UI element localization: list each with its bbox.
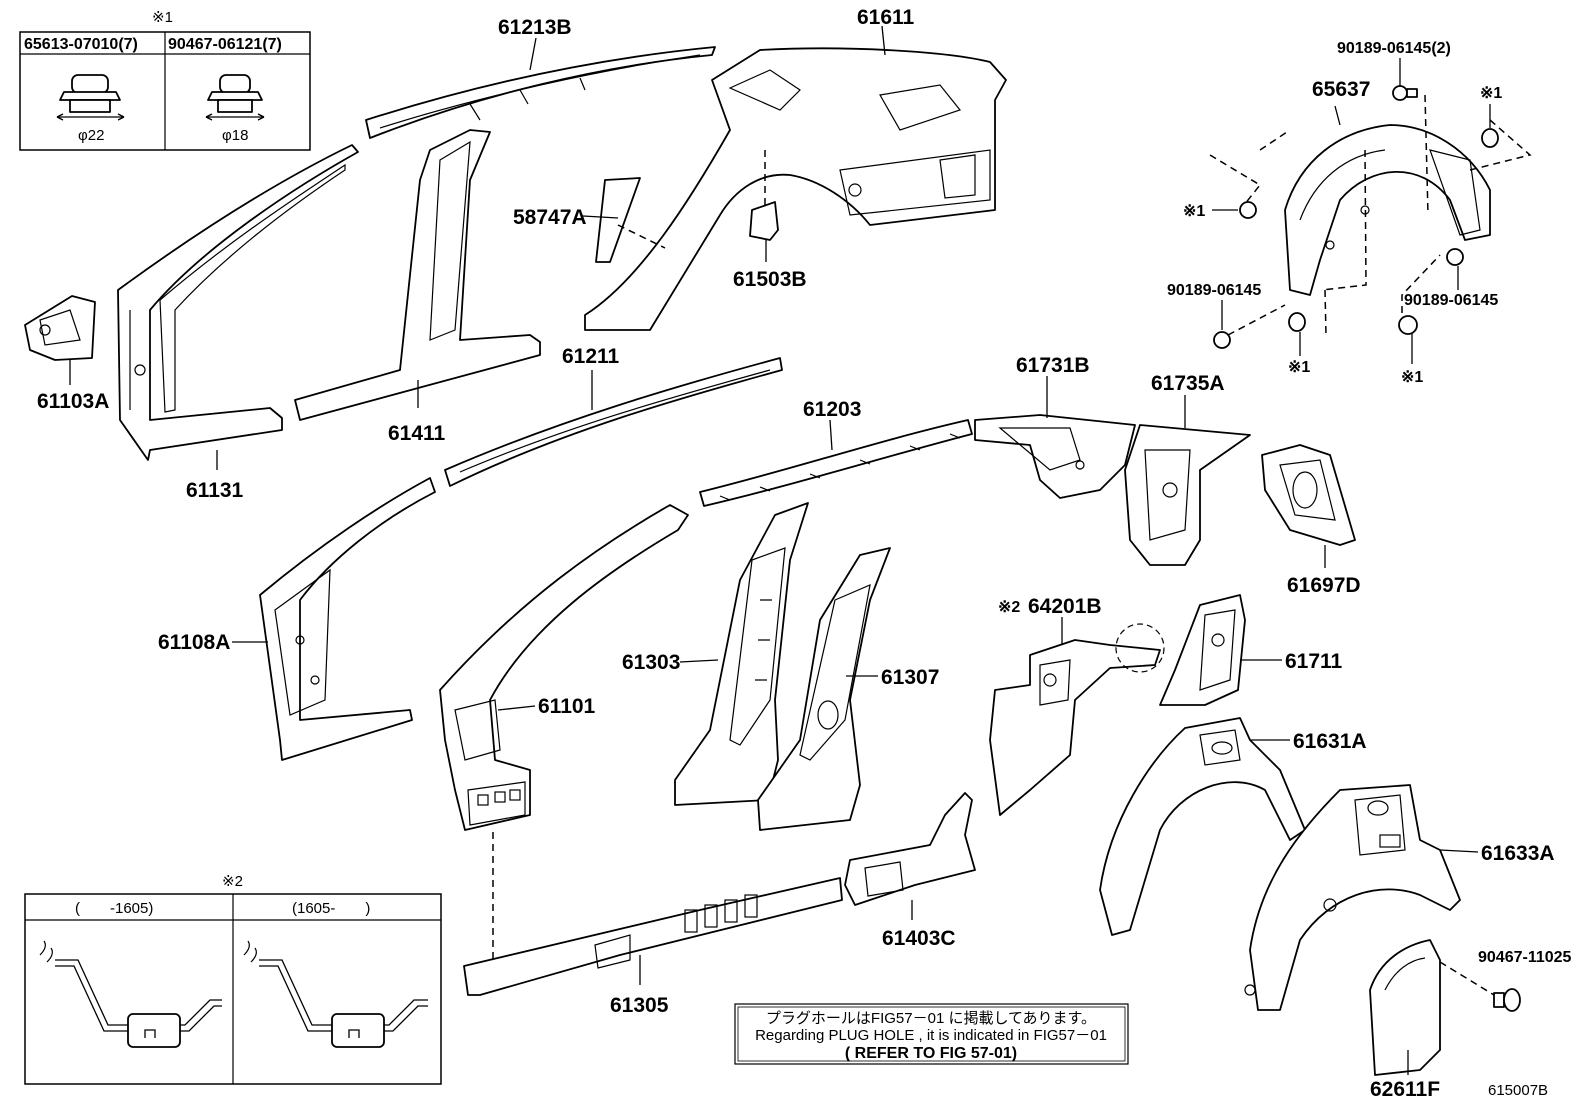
part-61411[interactable] [294,129,541,421]
part-62611F[interactable] [1369,939,1441,1076]
section-b-icon [243,940,428,1048]
label-90189-06145-b: 90189-06145 [1404,292,1498,309]
label-61203: 61203 [803,398,861,421]
label-61213B: 61213B [498,16,572,39]
part-61131[interactable] [117,144,359,470]
part-61735A[interactable] [1124,395,1251,566]
clip-90189-06145-a-icon[interactable] [1213,331,1231,349]
part-64201B[interactable] [989,623,1165,816]
part-61697D[interactable] [1261,444,1356,568]
label-61711: 61711 [1285,650,1343,673]
legend-1-mark: ※1 [152,9,173,26]
label-mark1-b: ※1 [1183,203,1205,220]
nut-mark1-c-icon[interactable] [1288,312,1306,332]
label-61108A: 61108A [158,631,230,654]
label-90189-06145-2: 90189-06145(2) [1337,40,1451,57]
legend-2-mark: ※2 [222,873,243,890]
part-61108A[interactable] [259,477,436,761]
part-58747A[interactable] [582,177,666,263]
note-box: プラグホールはFIG57－01 に掲載してあります。 Regarding PLU… [734,1003,1129,1065]
part-61403C[interactable] [844,792,976,920]
label-61731B: 61731B [1016,354,1090,377]
part-61633A[interactable] [1244,784,1461,1011]
label-64201B: 64201B [1028,595,1102,618]
legend-2: ※2 ( -1605) (1605- ) [24,873,442,1085]
label-mark1-a: ※1 [1480,85,1502,102]
part-61203[interactable] [699,419,973,507]
label-61131: 61131 [186,479,244,502]
part-61213B[interactable] [365,37,716,139]
part-61611[interactable] [584,25,1007,331]
legend-1-part-a: 65613-07010(7) [24,36,138,53]
label-62611F: 62611F [1370,1078,1440,1099]
legend-1-dim-b: φ18 [222,127,248,144]
note-line-1: プラグホールはFIG57－01 に掲載してあります。 [766,1010,1096,1027]
part-61711[interactable] [1159,594,1246,706]
label-90189-06145-a: 90189-06145 [1167,282,1261,299]
label-61305: 61305 [610,994,669,1017]
clip-90189-06145-b-icon[interactable] [1446,248,1464,266]
label-61631A: 61631A [1293,730,1367,753]
part-61631A[interactable] [1099,717,1306,936]
part-61503B[interactable] [749,150,779,262]
figure-id: 615007B [1488,1082,1548,1099]
note-line-3: ( REFER TO FIG 57-01) [845,1045,1017,1062]
label-64201B-mark: ※2 [998,599,1020,616]
legend-2-col-b: (1605- ) [292,900,370,917]
clip-90467-11025-icon[interactable] [1439,961,1521,1012]
label-90467-11025: 90467-11025 [1478,949,1572,966]
clip-b-icon [205,74,265,121]
label-65637: 65637 [1312,78,1370,101]
legend-2-col-a: ( -1605) [75,900,153,917]
label-61697D: 61697D [1287,574,1361,597]
clip-90189-06145-2-icon[interactable] [1392,85,1418,101]
part-61307[interactable] [757,547,891,831]
legend-1-dim-a: φ22 [78,127,104,144]
label-61411: 61411 [388,422,446,445]
label-61735A: 61735A [1151,372,1225,395]
part-61103A[interactable] [24,295,96,385]
label-61503B: 61503B [733,268,807,291]
clip-a-icon [56,74,125,121]
label-mark1-c: ※1 [1288,359,1310,376]
label-61211: 61211 [562,345,620,368]
section-a-icon [39,940,222,1048]
label-61403C: 61403C [882,927,956,950]
part-65637[interactable] [1209,94,1532,336]
label-58747A: 58747A [513,206,587,229]
part-61101[interactable] [439,504,689,960]
label-61611: 61611 [857,6,915,29]
legend-1-part-b: 90467-06121(7) [168,36,282,53]
label-61101: 61101 [538,695,596,718]
label-61307: 61307 [881,666,939,689]
part-61211[interactable] [444,357,783,487]
nut-mark1-a-icon[interactable] [1481,128,1499,148]
label-61633A: 61633A [1481,842,1555,865]
part-61731B[interactable] [974,376,1136,499]
nut-mark1-b-icon[interactable] [1239,201,1257,219]
legend-1: ※1 65613-07010(7) 90467-06121(7) φ22 φ18 [19,9,311,151]
label-61103A: 61103A [37,390,109,413]
part-61305[interactable] [463,877,843,996]
label-61303: 61303 [622,651,680,674]
label-mark1-d: ※1 [1401,369,1423,386]
nut-mark1-d-icon[interactable] [1398,315,1418,335]
note-line-2: Regarding PLUG HOLE , it is indicated in… [755,1027,1107,1044]
